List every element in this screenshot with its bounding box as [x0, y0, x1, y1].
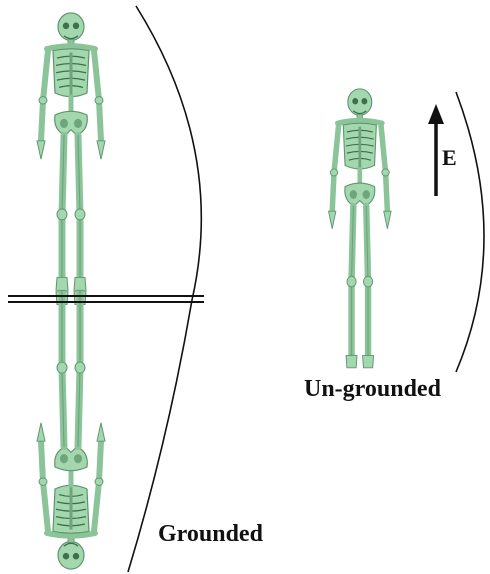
- ungrounded-field-curve: [456, 92, 484, 372]
- grounded-image-skeleton-icon: [37, 277, 105, 569]
- grounded-label: Grounded: [158, 522, 263, 546]
- ungrounded-skeleton-icon: [329, 89, 392, 368]
- ungrounded-label: Un-grounded: [304, 377, 441, 401]
- electric-field-label: E: [442, 147, 457, 169]
- grounded-field-curve: [128, 6, 201, 572]
- grounded-skeleton-icon: [37, 13, 105, 305]
